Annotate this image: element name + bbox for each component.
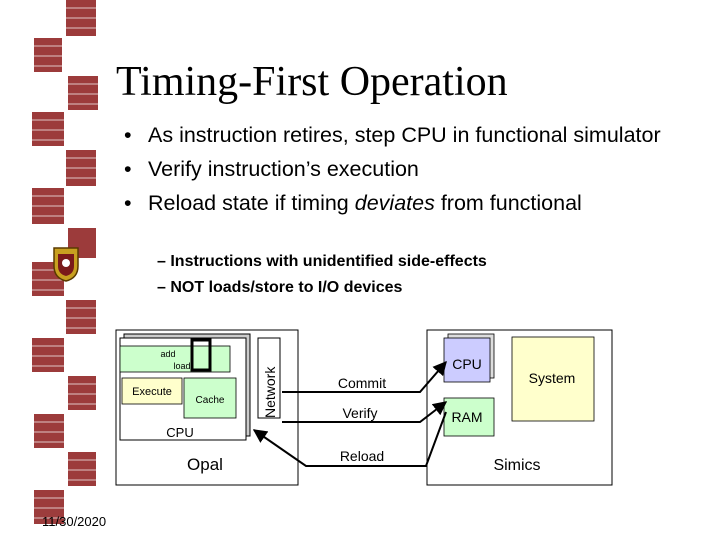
bullet-dot: • bbox=[124, 157, 132, 181]
bullet-item: • Reload state if timing deviates from f… bbox=[124, 186, 694, 220]
execute-box bbox=[121, 377, 183, 405]
bullet-item: • Verify instruction’s execution bbox=[124, 152, 694, 186]
verify-label: Verify bbox=[342, 405, 377, 421]
bullet-dot: • bbox=[124, 191, 132, 215]
reload-label: Reload bbox=[340, 448, 384, 464]
bullet-dot: • bbox=[124, 123, 132, 147]
bullet-text-em: deviates bbox=[354, 191, 435, 215]
add-label: add bbox=[160, 349, 175, 359]
verify-arrow bbox=[282, 401, 448, 423]
sidebar-decoration bbox=[32, 0, 98, 524]
bullet-text: As instruction retires, step CPU in func… bbox=[148, 123, 661, 147]
bullet-list: • As instruction retires, step CPU in fu… bbox=[124, 118, 694, 220]
slide-date: 11/30/2020 bbox=[42, 514, 107, 529]
network-label: Network bbox=[262, 366, 278, 418]
network-box bbox=[257, 337, 281, 419]
system-label: System bbox=[529, 370, 576, 386]
opal-label: Opal bbox=[187, 455, 223, 474]
bullet-text-pre: Reload state if timing bbox=[148, 191, 355, 215]
commit-arrow bbox=[282, 360, 447, 393]
bullet-item: • As instruction retires, step CPU in fu… bbox=[124, 118, 694, 152]
instruction-queue-box bbox=[119, 345, 231, 373]
reload-arrow bbox=[252, 411, 447, 467]
load-label: load bbox=[173, 361, 190, 371]
bullet-text: Verify instruction’s execution bbox=[148, 157, 419, 181]
simics-label: Simics bbox=[493, 457, 540, 474]
commit-label: Commit bbox=[338, 375, 386, 391]
sub-bullet-item: – NOT loads/store to I/O devices bbox=[157, 279, 403, 296]
execute-label: Execute bbox=[132, 386, 172, 398]
bullet-text-post: from functional bbox=[434, 191, 582, 215]
sub-bullet-item: – Instructions with unidentified side-ef… bbox=[157, 253, 487, 270]
sub-bullet-text: NOT loads/store to I/O devices bbox=[170, 279, 403, 296]
ram-box bbox=[443, 397, 495, 437]
sub-bullet-text: Instructions with unidentified side-effe… bbox=[170, 253, 487, 270]
slide-title: Timing-First Operation bbox=[116, 59, 508, 105]
simics-cpu-label: CPU bbox=[452, 356, 482, 372]
sub-bullet-list: – Instructions with unidentified side-ef… bbox=[157, 249, 487, 301]
crest-icon bbox=[53, 247, 79, 282]
ram-label: RAM bbox=[451, 409, 482, 425]
simics-cpu-box bbox=[443, 337, 491, 383]
cache-box bbox=[183, 377, 237, 419]
opal-cpu-label: CPU bbox=[166, 425, 193, 440]
system-box bbox=[511, 336, 595, 422]
cache-label: Cache bbox=[196, 395, 225, 406]
retire-highlight bbox=[190, 338, 212, 372]
